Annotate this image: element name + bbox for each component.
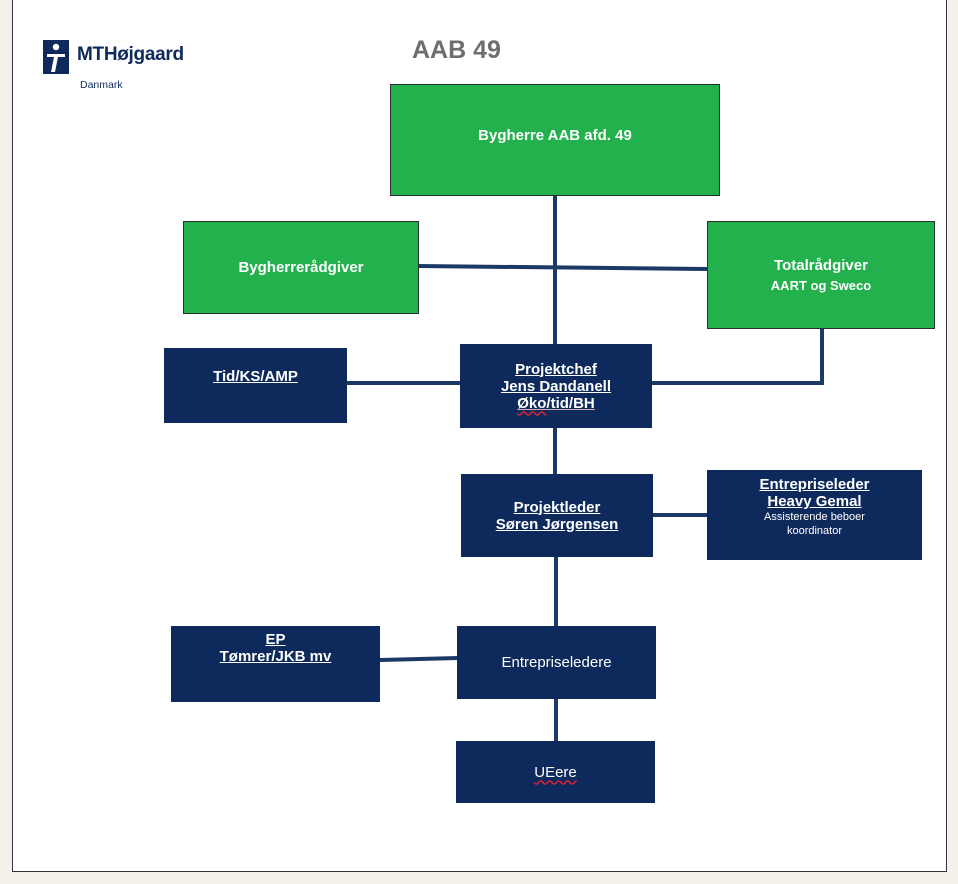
node-projektchef-title: Projektchef	[515, 360, 597, 378]
logo-subtitle: Danmark	[80, 79, 123, 91]
node-bygherre: Bygherre AAB afd. 49	[390, 84, 720, 196]
node-projektleder: Projektleder Søren Jørgensen	[461, 474, 653, 557]
node-entrepriseleder-title: Entrepriseleder	[759, 476, 870, 493]
node-bygherre-label: Bygherre AAB afd. 49	[478, 127, 632, 144]
node-ep-name: Tømrer/JKB mv	[219, 648, 332, 665]
connector-totalraadgiver-projektchef	[651, 328, 824, 385]
node-totalraadgiver-label: Totalrådgiver	[774, 257, 868, 274]
node-ueere-label: UEere	[534, 763, 577, 781]
page-title: AAB 49	[412, 36, 501, 64]
node-ueere: UEere	[456, 741, 655, 803]
node-projektchef-role-b: /tid/BH	[546, 394, 595, 412]
node-tid-label: Tid/KS/AMP	[213, 368, 298, 385]
node-ep-title: EP	[265, 631, 286, 648]
node-projektchef-role: Øko/tid/BH	[517, 395, 595, 412]
node-entrepriseledere-label: Entrepriseledere	[501, 654, 612, 671]
node-totalraadgiver-sub: AART og Sweco	[770, 278, 872, 293]
logo-name: MTHøjgaard	[77, 44, 184, 65]
node-bygherreraadgiver: Bygherrerådgiver	[183, 221, 419, 314]
connector-advisors	[417, 264, 708, 271]
node-entrepriseleder: Entrepriseleder Heavy Gemal Assisterende…	[707, 470, 922, 560]
node-entrepriseleder-role2: koordinator	[786, 525, 843, 537]
node-projektchef-role-a: Øko	[517, 394, 547, 412]
node-ep: EP Tømrer/JKB mv	[171, 626, 380, 702]
node-projektchef: Projektchef Jens Dandanell Øko/tid/BH	[460, 344, 652, 428]
node-entrepriseledere: Entrepriseledere	[457, 626, 656, 699]
node-projektleder-name: Søren Jørgensen	[495, 515, 619, 533]
node-projektchef-name: Jens Dandanell	[500, 377, 612, 395]
node-entrepriseleder-name: Heavy Gemal	[767, 493, 862, 510]
mthojgaard-logo-icon	[43, 40, 69, 74]
node-bygherreraadgiver-label: Bygherrerådgiver	[238, 259, 364, 276]
node-totalraadgiver: Totalrådgiver AART og Sweco	[707, 221, 935, 329]
connector-ep-entrepriseledere	[378, 656, 459, 662]
node-projektleder-title: Projektleder	[513, 498, 601, 516]
node-entrepriseleder-role1: Assisterende beboer	[764, 511, 865, 523]
node-tid: Tid/KS/AMP	[164, 348, 347, 423]
